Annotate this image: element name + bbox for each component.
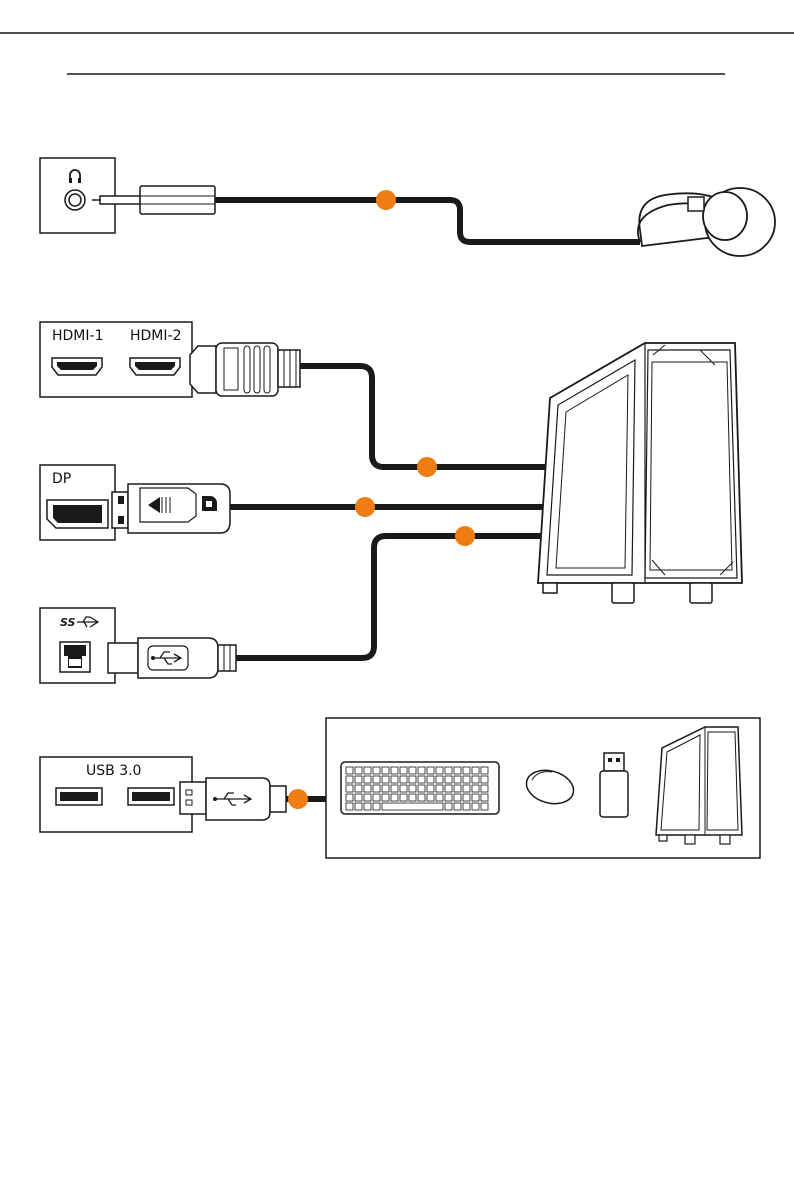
usb-upstream-cable-marker: [455, 526, 475, 546]
usb-downstream-cable-marker: [288, 789, 308, 809]
usb-upstream-cable: [236, 536, 545, 658]
displayport-plug: [112, 484, 230, 533]
hdmi-port-panel: HDMI-1 HDMI-2: [40, 322, 192, 397]
pc-tower-icon: [538, 343, 742, 603]
hdmi-plug: [190, 343, 300, 396]
displayport-logo-icon: [202, 496, 217, 511]
hdmi-1-label: HDMI-1: [52, 328, 103, 344]
audio-cable-marker: [376, 190, 396, 210]
hdmi-2-label: HDMI-2: [130, 328, 181, 344]
usb-flash-drive-icon: [600, 753, 628, 817]
svg-text:SS: SS: [60, 616, 76, 629]
hdmi-cable-marker: [417, 457, 437, 477]
dp-port-panel: DP: [40, 465, 115, 540]
dp-label: DP: [52, 471, 71, 487]
usb-a-plug: [180, 778, 286, 820]
usb-downstream-panel: USB 3.0: [40, 757, 192, 832]
audio-cable: [215, 200, 640, 242]
usb-b-plug: [108, 638, 236, 678]
hdmi-cable: [300, 366, 545, 467]
keyboard-icon: [341, 762, 499, 814]
dp-cable-marker: [355, 497, 375, 517]
headphones-device-icon: [638, 188, 775, 256]
peripherals-box: [326, 718, 760, 858]
usb-3-label: USB 3.0: [86, 763, 141, 779]
pc-tower-small-icon: [656, 727, 742, 844]
usb-upstream-panel: SS: [40, 608, 115, 683]
